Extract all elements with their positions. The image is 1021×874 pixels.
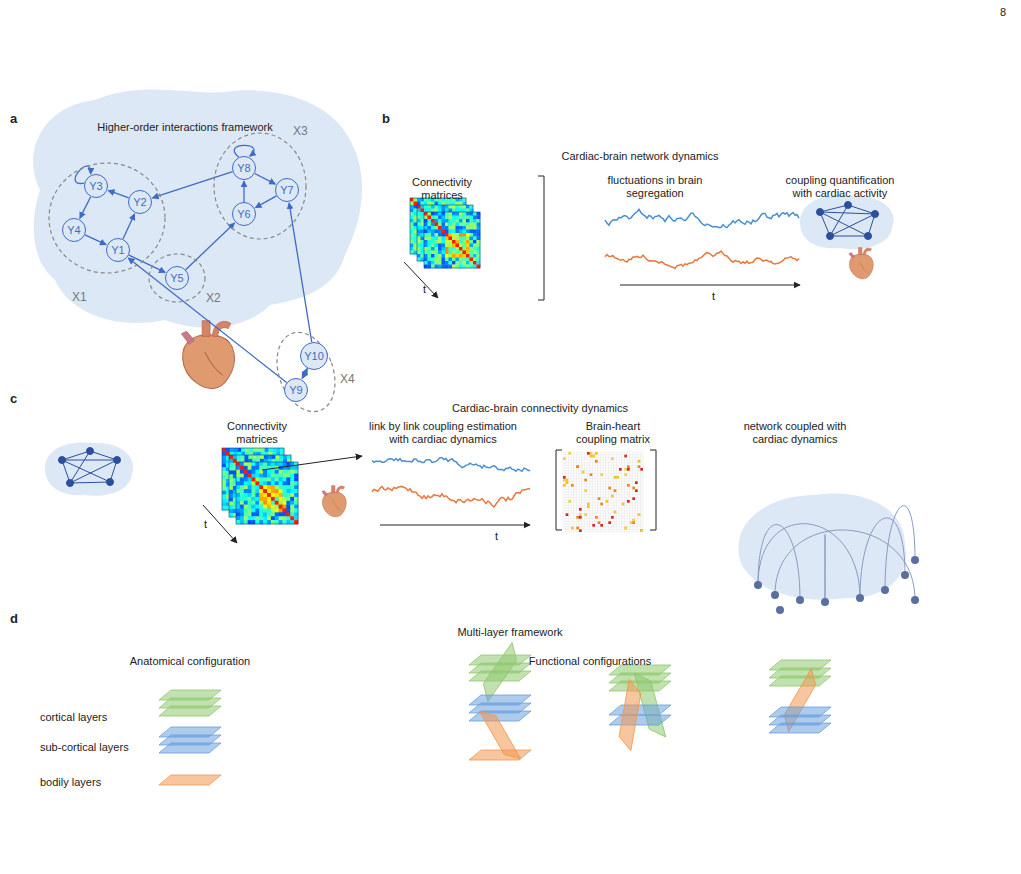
group-ellipse: X4Y10Y9 — [278, 330, 334, 414]
arrow-connector — [108, 190, 129, 197]
caption-text: t — [712, 290, 715, 303]
group-ellipse: X1Y3Y2Y4Y1 — [48, 162, 166, 274]
variable-node: Y8 — [232, 156, 256, 180]
caption-text: t — [495, 530, 498, 543]
node-label: Y1 — [111, 244, 124, 256]
caption-text: Anatomical configuration — [110, 655, 270, 668]
caption-text: Brain-heart coupling matrix — [567, 420, 659, 446]
variable-node: Y5 — [165, 266, 189, 290]
caption-text: Cardiac-brain connectivity dynamics — [410, 402, 670, 415]
arrow-connector — [289, 203, 312, 342]
group-label: X4 — [340, 372, 355, 386]
node-label: Y9 — [289, 384, 302, 396]
group-label: X2 — [206, 291, 221, 305]
caption-text: t — [204, 518, 207, 531]
caption-text: coupling quantification with cardiac act… — [778, 174, 902, 200]
variable-node: Y7 — [275, 178, 299, 202]
group-label: X1 — [72, 290, 87, 304]
group-ellipse: X3Y8Y7Y6 — [213, 132, 307, 240]
caption-text: cortical layers — [40, 711, 107, 724]
node-label: Y2 — [133, 196, 146, 208]
arrow-connector — [255, 196, 276, 208]
caption-text: Higher-order interactions framework — [60, 121, 310, 134]
node-label: Y8 — [237, 162, 250, 174]
panel-letter: d — [10, 612, 18, 625]
caption-text: Multi-layer framework — [410, 626, 610, 639]
node-label: Y6 — [237, 208, 250, 220]
node-label: Y7 — [280, 184, 293, 196]
caption-text: bodily layers — [40, 776, 101, 789]
node-label: Y5 — [170, 272, 183, 284]
caption-text: Connectivity matrices — [214, 420, 300, 446]
variable-node: Y3 — [84, 174, 108, 198]
arrow-connector — [302, 368, 307, 378]
panel-letter: c — [10, 392, 17, 405]
panel-letter: a — [10, 112, 17, 125]
caption-text: t — [423, 283, 426, 296]
arrow-connector — [152, 172, 232, 198]
caption-text: network coupled with cardiac dynamics — [733, 420, 857, 446]
variable-node: Y6 — [232, 202, 256, 226]
variable-node: Y4 — [62, 218, 86, 242]
variable-node: Y2 — [128, 190, 152, 214]
group-label: X3 — [293, 124, 308, 138]
node-label: Y3 — [89, 180, 102, 192]
arrow-connector — [186, 223, 235, 270]
caption-text: fluctuations in brain segregation — [596, 174, 714, 200]
node-label: Y10 — [304, 350, 324, 362]
ellipse-outline — [278, 330, 334, 414]
caption-text: link by link coupling estimation with ca… — [366, 420, 520, 446]
arrow-connector — [123, 214, 135, 239]
variable-node: Y1 — [106, 238, 130, 262]
variable-node: Y9 — [284, 378, 308, 402]
caption-text: 8 — [1000, 6, 1006, 19]
arrow-connector — [85, 235, 106, 245]
caption-text: sub-cortical layers — [40, 741, 129, 754]
group-ellipse: X2Y5 — [148, 253, 206, 303]
caption-text: Connectivity matrices — [406, 176, 478, 202]
variable-node: Y10 — [300, 342, 328, 370]
node-label: Y4 — [67, 224, 80, 236]
caption-text: Cardiac-brain network dynamics — [540, 150, 740, 163]
arrow-connector — [80, 197, 91, 219]
arrow-connector — [243, 181, 244, 202]
panel-letter: b — [382, 112, 390, 125]
caption-text: Functional configurations — [480, 655, 700, 668]
arrow-connector — [128, 258, 286, 383]
arrow-connector — [255, 173, 276, 184]
ellipse-outline — [48, 162, 166, 274]
